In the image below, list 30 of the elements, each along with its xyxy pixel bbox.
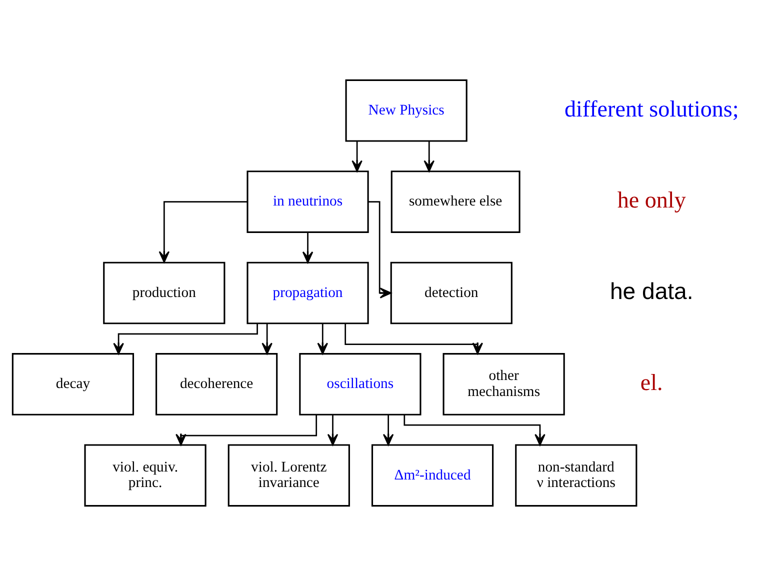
arrow [317,324,328,354]
node-box: propagation [246,262,369,324]
arrow [176,414,318,446]
label: he data. [610,278,694,304]
node-box: oscillations [299,353,422,416]
arrow [352,141,362,172]
node-box: production [103,262,226,324]
node-box: in neutrinos [246,170,369,233]
arrow [158,201,248,263]
arrow [262,324,272,354]
arrow [302,232,314,264]
node-box: decay [12,353,134,416]
arrow [344,323,483,354]
arrow [113,324,258,354]
node-box: viol. equiv. princ. [84,444,206,507]
node-box: New Physics [345,79,468,142]
node-box: detection [390,262,512,324]
arrow [404,414,546,446]
label: el. [640,369,663,396]
node-box: decoherence [156,353,278,416]
label: he only [617,186,686,213]
arrow [382,415,394,446]
node-box: other mechanisms [442,353,565,416]
node-box: somewhere else [390,170,520,233]
label: different solutions; [564,95,739,122]
node-box: non-standard ν interactions [515,444,638,507]
node-box: viol. Lorentz invariance [228,444,350,507]
arrow [327,415,338,446]
arrow [424,141,435,172]
node-box: Δm²-induced [371,444,494,507]
